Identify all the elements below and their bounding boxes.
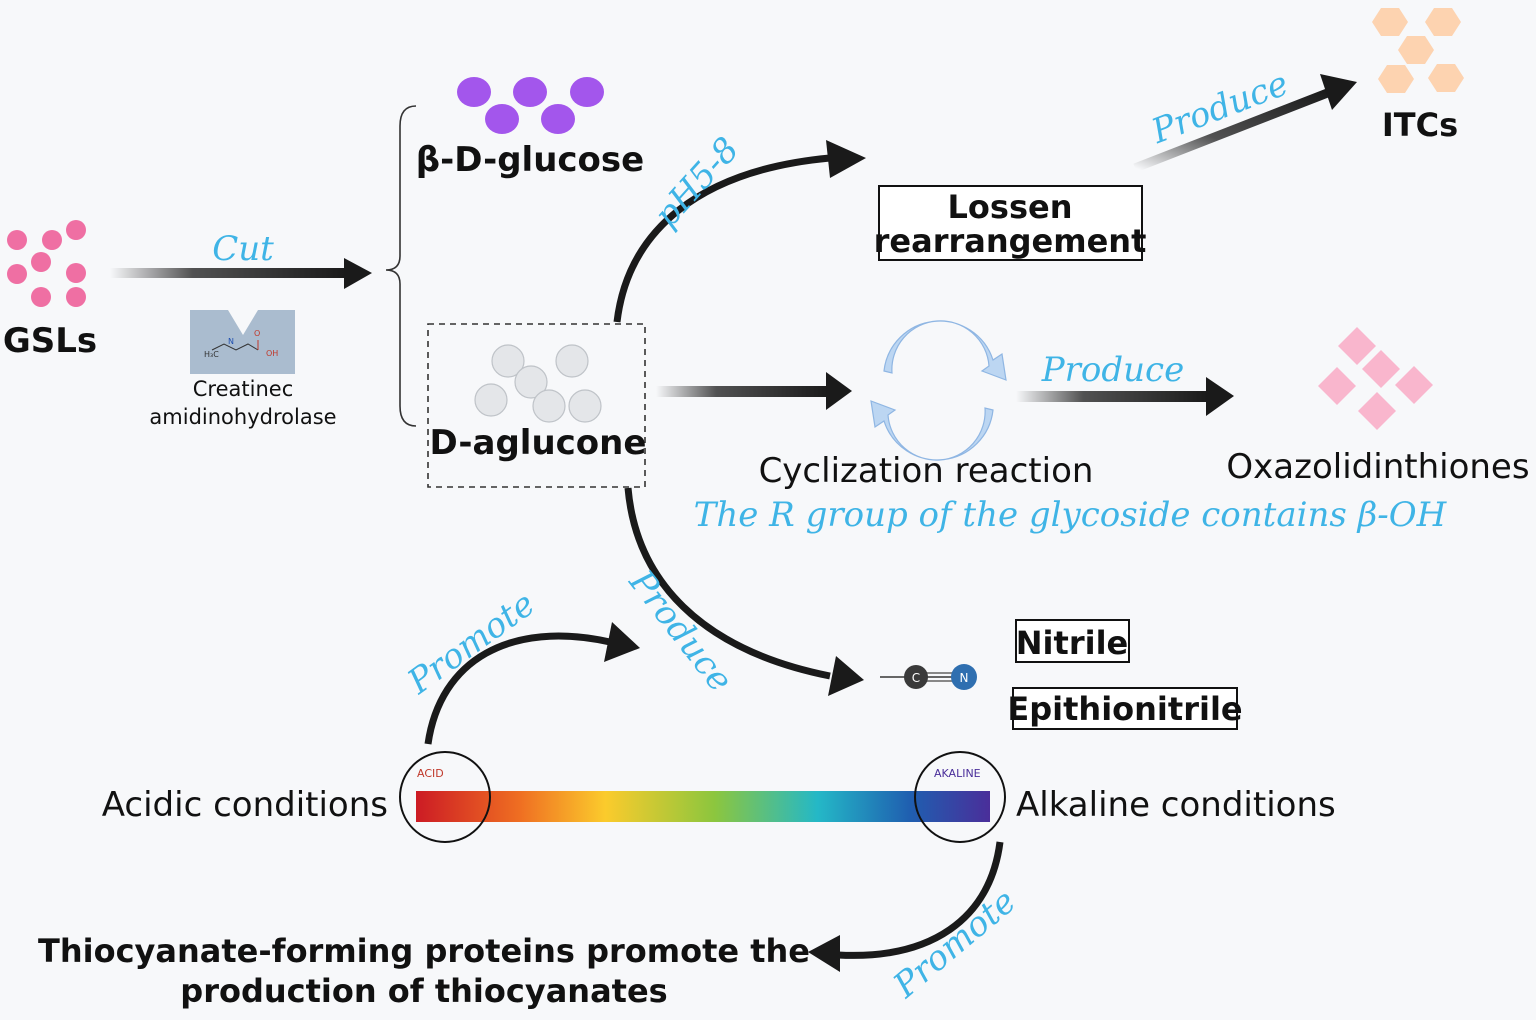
glucose-icon bbox=[457, 77, 604, 134]
ph-scale-bar bbox=[416, 791, 990, 822]
alkaline-circle bbox=[914, 751, 1006, 843]
enzyme-label-line2: amidinohydrolase bbox=[149, 405, 336, 429]
produce-oxazolidinthiones-label: Produce bbox=[1041, 350, 1184, 390]
ph-arrow bbox=[613, 140, 866, 323]
cyclization-label: Cyclization reaction bbox=[759, 451, 1094, 491]
lossen-label-line2: rearrangement bbox=[874, 222, 1147, 260]
promote-alkaline-label: Promote bbox=[885, 881, 1023, 1006]
cut-arrow bbox=[110, 258, 372, 289]
aglucone-box bbox=[427, 323, 646, 488]
alkaline-conditions-label: Alkaline conditions bbox=[1016, 785, 1336, 825]
svg-text:N: N bbox=[228, 337, 234, 346]
produce-oxazolidinthiones-arrow bbox=[1016, 377, 1234, 416]
produce-nitrile-arrow bbox=[624, 487, 864, 696]
aglucone-icon bbox=[474, 344, 602, 423]
glucose-label: β-D-glucose bbox=[416, 140, 644, 180]
acid-circle bbox=[399, 751, 491, 843]
itcs-label: ITCs bbox=[1382, 106, 1458, 144]
enzyme-label-line1: Creatinec bbox=[193, 377, 293, 401]
svg-text:H₃C: H₃C bbox=[204, 350, 219, 359]
cyclization-arrow bbox=[656, 372, 852, 410]
thiocyanate-note-line1: Thiocyanate-forming proteins promote the bbox=[38, 932, 810, 970]
acid-tag: ACID bbox=[417, 767, 444, 780]
aglucone-label: D-aglucone bbox=[430, 423, 647, 463]
lossen-box bbox=[878, 185, 1143, 261]
nitrile-box bbox=[1015, 619, 1130, 663]
produce-itcs-arrow bbox=[1133, 74, 1357, 173]
oxazolidinthiones-label: Oxazolidinthiones bbox=[1226, 447, 1529, 487]
oxazolidinthiones-icon bbox=[1318, 327, 1433, 430]
itcs-icon bbox=[1372, 8, 1464, 93]
svg-text:N: N bbox=[960, 671, 969, 685]
nitrile-molecule-icon: C N bbox=[880, 664, 977, 690]
epithionitrile-box bbox=[1012, 687, 1238, 730]
svg-text:OH: OH bbox=[266, 349, 278, 358]
produce-nitrile-label: Produce bbox=[620, 562, 740, 700]
nitrile-label: Nitrile bbox=[1016, 624, 1128, 662]
split-brace bbox=[385, 105, 417, 427]
cut-label: Cut bbox=[212, 229, 274, 269]
r-group-note: The R group of the glycoside contains β-… bbox=[694, 495, 1448, 535]
alkaline-tag: AKALINE bbox=[934, 767, 981, 780]
enzyme-molecule-icon: H₃C N O OH bbox=[190, 310, 295, 374]
promote-alkaline-arrow bbox=[808, 841, 1004, 972]
promote-acid-arrow bbox=[424, 622, 640, 745]
acidic-conditions-label: Acidic conditions bbox=[102, 785, 388, 825]
svg-text:O: O bbox=[254, 329, 260, 338]
gsls-label: GSLs bbox=[3, 321, 97, 361]
gsls-icon bbox=[7, 220, 86, 307]
epithionitrile-label: Epithionitrile bbox=[1007, 690, 1242, 728]
thiocyanate-note-line2: production of thiocyanates bbox=[180, 972, 667, 1010]
lossen-label-line1: Lossen bbox=[948, 188, 1073, 226]
cycle-icon bbox=[870, 320, 1007, 461]
svg-text:C: C bbox=[912, 671, 920, 685]
